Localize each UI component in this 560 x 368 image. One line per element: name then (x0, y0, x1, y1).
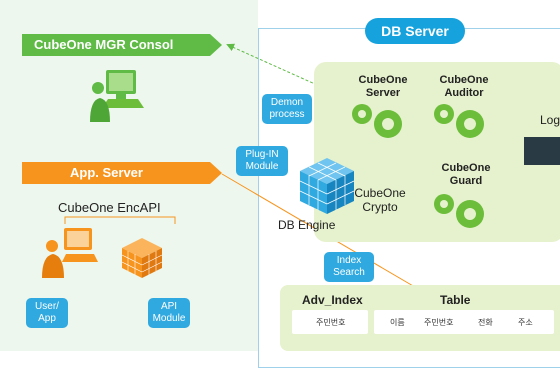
server-gear-label: CubeOne Server (358, 74, 408, 99)
table-col-0: 이름 (390, 318, 405, 327)
app-server-banner (22, 162, 222, 184)
guard-gear-icon (434, 194, 484, 228)
table-col-3: 주소 (518, 318, 533, 327)
mgr-banner-label: CubeOne MGR Consol (34, 37, 174, 52)
api-module-bubble: API Module (148, 298, 190, 328)
mgr-banner (22, 34, 222, 56)
auditor-gear-label: CubeOne Auditor (439, 74, 489, 99)
crypto-label: CubeOne Crypto (354, 186, 406, 214)
log-label: Log (540, 113, 560, 127)
db-engine-cube-icon (299, 158, 355, 214)
adv-index-row (292, 310, 368, 334)
table-row (374, 310, 554, 334)
db-engine-label: DB Engine (278, 218, 336, 232)
table-title: Table (440, 293, 471, 307)
encapi-label: CubeOne EncAPI (58, 200, 161, 215)
user-computer-icon (42, 228, 98, 278)
demon-process-bubble: Demon process (262, 94, 312, 124)
index-search-bubble: Index Search (324, 252, 374, 282)
server-gear-icon (352, 104, 402, 138)
db-server-title: DB Server (365, 18, 465, 44)
encapi-bracket (64, 216, 176, 224)
cubeone-engine-panel (314, 62, 560, 242)
table-col-2: 전화 (478, 318, 493, 327)
plugin-module-bubble: Plug-IN Module (236, 146, 288, 176)
log-thumbnail (524, 137, 560, 165)
admin-computer-icon (90, 70, 144, 122)
guard-gear-label: CubeOne Guard (441, 162, 491, 187)
adv-index-title: Adv_Index (302, 293, 363, 307)
user-app-bubble: User/ App (26, 298, 68, 328)
api-module-cube-icon (121, 238, 163, 278)
table-col-1: 주민번호 (424, 318, 454, 327)
adv-index-col-0: 주민번호 (316, 318, 346, 327)
app-server-label: App. Server (70, 165, 143, 180)
auditor-gear-icon (434, 104, 484, 138)
